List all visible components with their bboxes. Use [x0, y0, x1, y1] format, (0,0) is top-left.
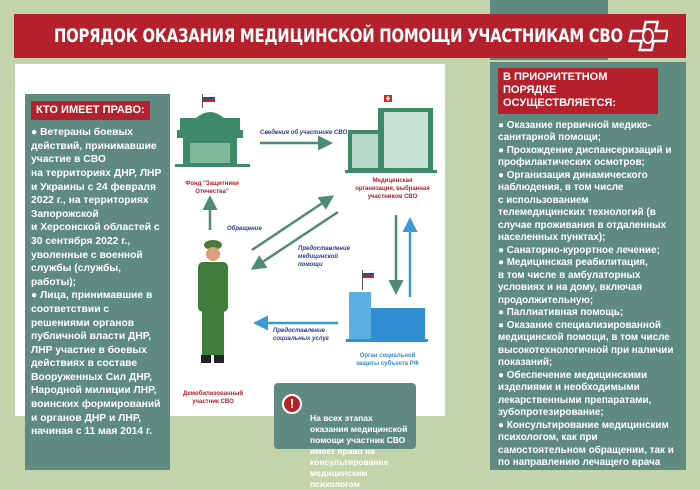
- soldier-figure-icon: [198, 240, 228, 363]
- label-social: Предоставление социальных услуг: [273, 328, 329, 342]
- social-caption: Орган социальной защиты субъекта РФ: [356, 353, 419, 367]
- page-title: ПОРЯДОК ОКАЗАНИЯ МЕДИЦИНСКОЙ ПОМОЩИ УЧАС…: [54, 25, 623, 47]
- psychologist-note: ! На всех этапах оказания медицинской по…: [274, 383, 416, 489]
- exclamation-icon: !: [282, 394, 302, 414]
- eligibility-text: ● Ветераны боевых действий, принимавшие …: [31, 127, 162, 438]
- priority-box: В ПРИОРИТЕТНОМ ПОРЯДКЕ ОСУЩЕСТВЛЯЕТСЯ: ●…: [490, 62, 686, 470]
- note-text: На всех этапах оказания медицинской помо…: [310, 413, 408, 489]
- clinic-caption: Медицинская организация, выбранная участ…: [355, 178, 430, 200]
- fund-caption: Фонд "Защитники Отечества": [185, 181, 239, 195]
- arrow-soldier-to-clinic: [251, 195, 335, 252]
- eligibility-heading: КТО ИМЕЕТ ПРАВО:: [31, 101, 150, 121]
- label-appeal: Обращение: [227, 226, 262, 232]
- arrow-clinic-to-soldier: [250, 210, 339, 270]
- social-building-icon: [346, 269, 428, 342]
- eligibility-box: КТО ИМЕЕТ ПРАВО: ● Ветераны боевых дейст…: [25, 94, 170, 470]
- priority-text: ● Оказание первичной медико-санитарной п…: [498, 119, 674, 469]
- label-medical: Предоставление медицинской помощи: [298, 246, 351, 268]
- soldier-caption: Демобилизованный участник СВО: [182, 391, 244, 405]
- label-info: Сведения об участнике СВО: [260, 130, 348, 136]
- fund-building-icon: [175, 93, 250, 167]
- clinic-building-icon: [345, 95, 437, 173]
- medical-cross-logo-icon: [628, 20, 668, 52]
- title-banner: ПОРЯДОК ОКАЗАНИЯ МЕДИЦИНСКОЙ ПОМОЩИ УЧАС…: [14, 14, 686, 58]
- priority-heading: В ПРИОРИТЕТНОМ ПОРЯДКЕ ОСУЩЕСТВЛЯЕТСЯ:: [498, 68, 658, 114]
